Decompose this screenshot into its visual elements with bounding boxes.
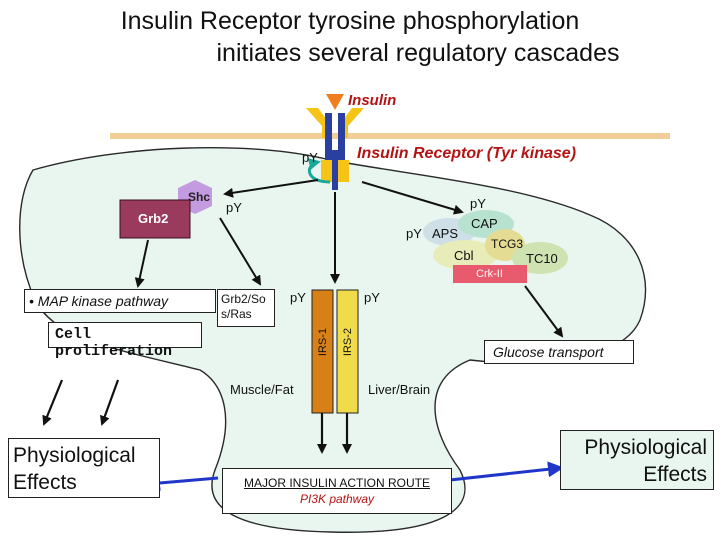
arrow-prolif-1 [42,379,64,426]
py-complex-label: pY [470,196,486,211]
physiological-effects-right-box: Physiological Effects [560,430,714,490]
arrow-complex-to-glucose [524,285,564,338]
pi3k-label: PI3K pathway [299,492,375,506]
insulin-label: Insulin [348,92,397,109]
mapk-label: • MAP kinase pathway [29,293,169,309]
autophosphorylation-arrow [307,158,331,184]
shc-label: Shc [188,190,211,204]
grb2-label: Grb2 [138,211,169,226]
cap-label: CAP [471,216,498,231]
py-aps-label: pY [406,226,422,241]
arrow-receptor-to-complex [361,181,464,215]
membrane [110,133,670,139]
major-route-label: MAJOR INSULIN ACTION ROUTE [243,476,431,490]
crk-shape [453,265,527,283]
glucose-transport-label: Glucose transport [493,344,604,360]
muscle-fat-label: Muscle/Fat [230,382,294,397]
title-line-1: Insulin Receptor tyrosine phosphorylatio… [120,7,580,35]
aps-label: APS [432,226,459,241]
insulin-receptor [306,108,364,190]
physiological-effects-left-label: Physiological Effects [13,444,136,494]
major-route-box: MAJOR INSULIN ACTION ROUTE PI3K pathway [222,468,452,514]
receptor-label: Insulin Receptor (Tyr kinase) [357,145,577,162]
cbl-shape [433,240,497,270]
cell-proliferation-box: Cell proliferation [48,322,202,360]
cbl-label: Cbl [454,248,474,263]
py-irs2-label: pY [364,290,380,305]
cell-proliferation-label: Cell proliferation [55,326,173,360]
grb2sos-box: Grb2/Sos/Ras [217,289,275,327]
crk-label: Crk-II [476,268,503,280]
arrow-route-to-right-effects [449,461,564,482]
glucose-transport-box: Glucose transport [484,340,634,364]
title-line-2: initiates several regulatory cascades [216,39,620,67]
liver-brain-label: Liver/Brain [368,382,431,397]
arrow-receptor-to-shc [223,179,319,198]
arrow-prolif-2 [100,379,120,426]
arrow-grb2-to-mapk [134,239,149,288]
physiological-effects-left-box: Physiological Effects [8,438,160,498]
py-irs1-label: pY [290,290,306,305]
insulin-ligand-icon [326,94,344,110]
grb2sos-label: Grb2/Sos/Ras [221,292,266,321]
physiological-effects-right-label: Physiological Effects [584,436,707,486]
irs1-label: IRS-1 [317,327,329,357]
py-receptor-label: pY [302,150,318,165]
arrow-shc-to-grb2sos [219,217,262,286]
py-shc-label: pY [226,200,242,215]
tc10-label: TC10 [526,251,558,266]
grb2-shape [119,199,191,239]
irs2-label: IRS-2 [342,327,354,357]
tcg3-label: TCG3 [491,237,524,251]
mapk-box: • MAP kinase pathway [24,289,216,313]
